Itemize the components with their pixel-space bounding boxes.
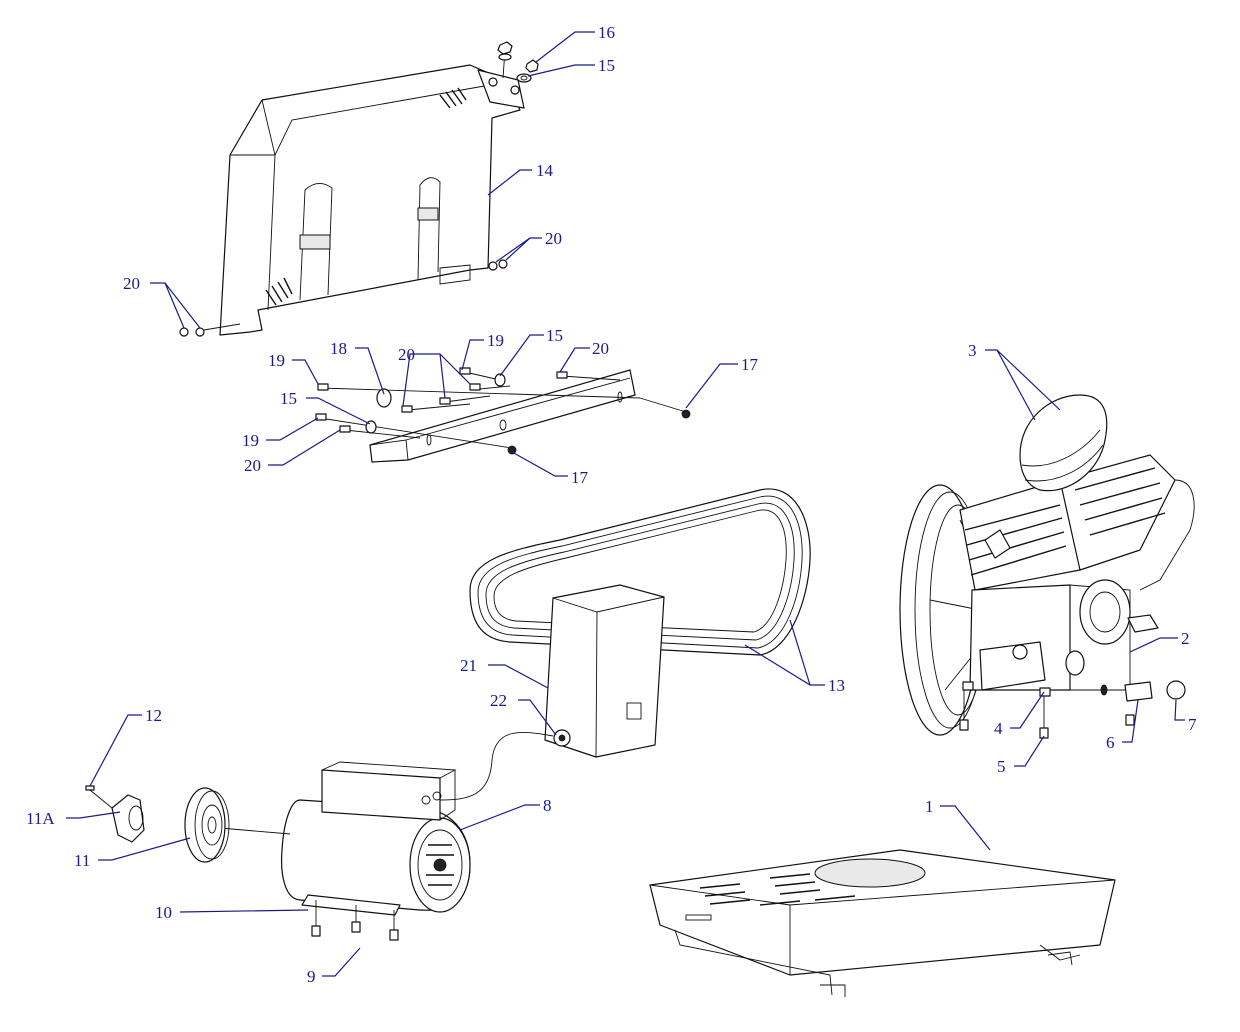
cylinder-fins-right [1074,467,1166,536]
callout-16: 16 [598,23,615,42]
callout-1: 1 [925,797,934,816]
vent-grille-bottom [265,277,293,306]
callout-20-guard-right: 20 [545,229,562,248]
guard-hardware [179,41,539,337]
callout-20-guard-left: 20 [123,274,140,293]
callout-10: 10 [155,903,172,922]
pulley-bushing-part [89,789,145,843]
callout-20-bracket-centre: 20 [398,345,415,364]
callout-22: 22 [490,691,507,710]
cylinder-fins-left [964,504,1067,576]
callout-20-bracket-lower: 20 [244,456,261,475]
motor-fan-grille [426,844,454,886]
callout-15-left: 15 [280,389,297,408]
motor-pulley-part [184,787,230,863]
callout-19-upper: 19 [268,351,285,370]
callout-4: 4 [994,719,1003,738]
callout-15-bracket: 15 [546,326,563,345]
base-vent-slots [699,873,856,906]
belt-guard-part [219,64,525,336]
shaft-key-part [85,785,95,791]
callout-8: 8 [543,796,552,815]
pressure-switch-box-part [439,584,665,801]
callout-21: 21 [460,656,477,675]
callout-14: 14 [536,161,554,180]
callout-7: 7 [1188,715,1197,734]
callout-19-right: 19 [487,331,504,350]
screw-pair-right [488,259,508,271]
callout-3: 3 [968,341,977,360]
guard-bracket-part [315,367,691,463]
callout-5: 5 [997,757,1006,776]
compressor-pump-part [899,394,1195,739]
callout-20-bracket-right: 20 [592,339,609,358]
callout-19-lower: 19 [242,431,259,450]
vent-grille-top [439,87,467,109]
callout-17-right: 17 [741,355,759,374]
callout-15-top: 15 [598,56,615,75]
callout-11: 11 [74,851,90,870]
callout-2: 2 [1181,629,1190,648]
callout-6: 6 [1106,733,1115,752]
callout-9: 9 [307,967,316,986]
callout-12: 12 [145,706,162,725]
callout-18: 18 [330,339,347,358]
callout-17-lower: 17 [571,468,589,487]
electric-motor-part [219,761,471,941]
callout-13: 13 [828,676,845,695]
callout-11a: 11A [26,809,55,828]
callouts: 16 15 14 20 20 19 18 20 19 15 20 17 [26,23,1197,986]
base-platform-part [649,849,1116,997]
